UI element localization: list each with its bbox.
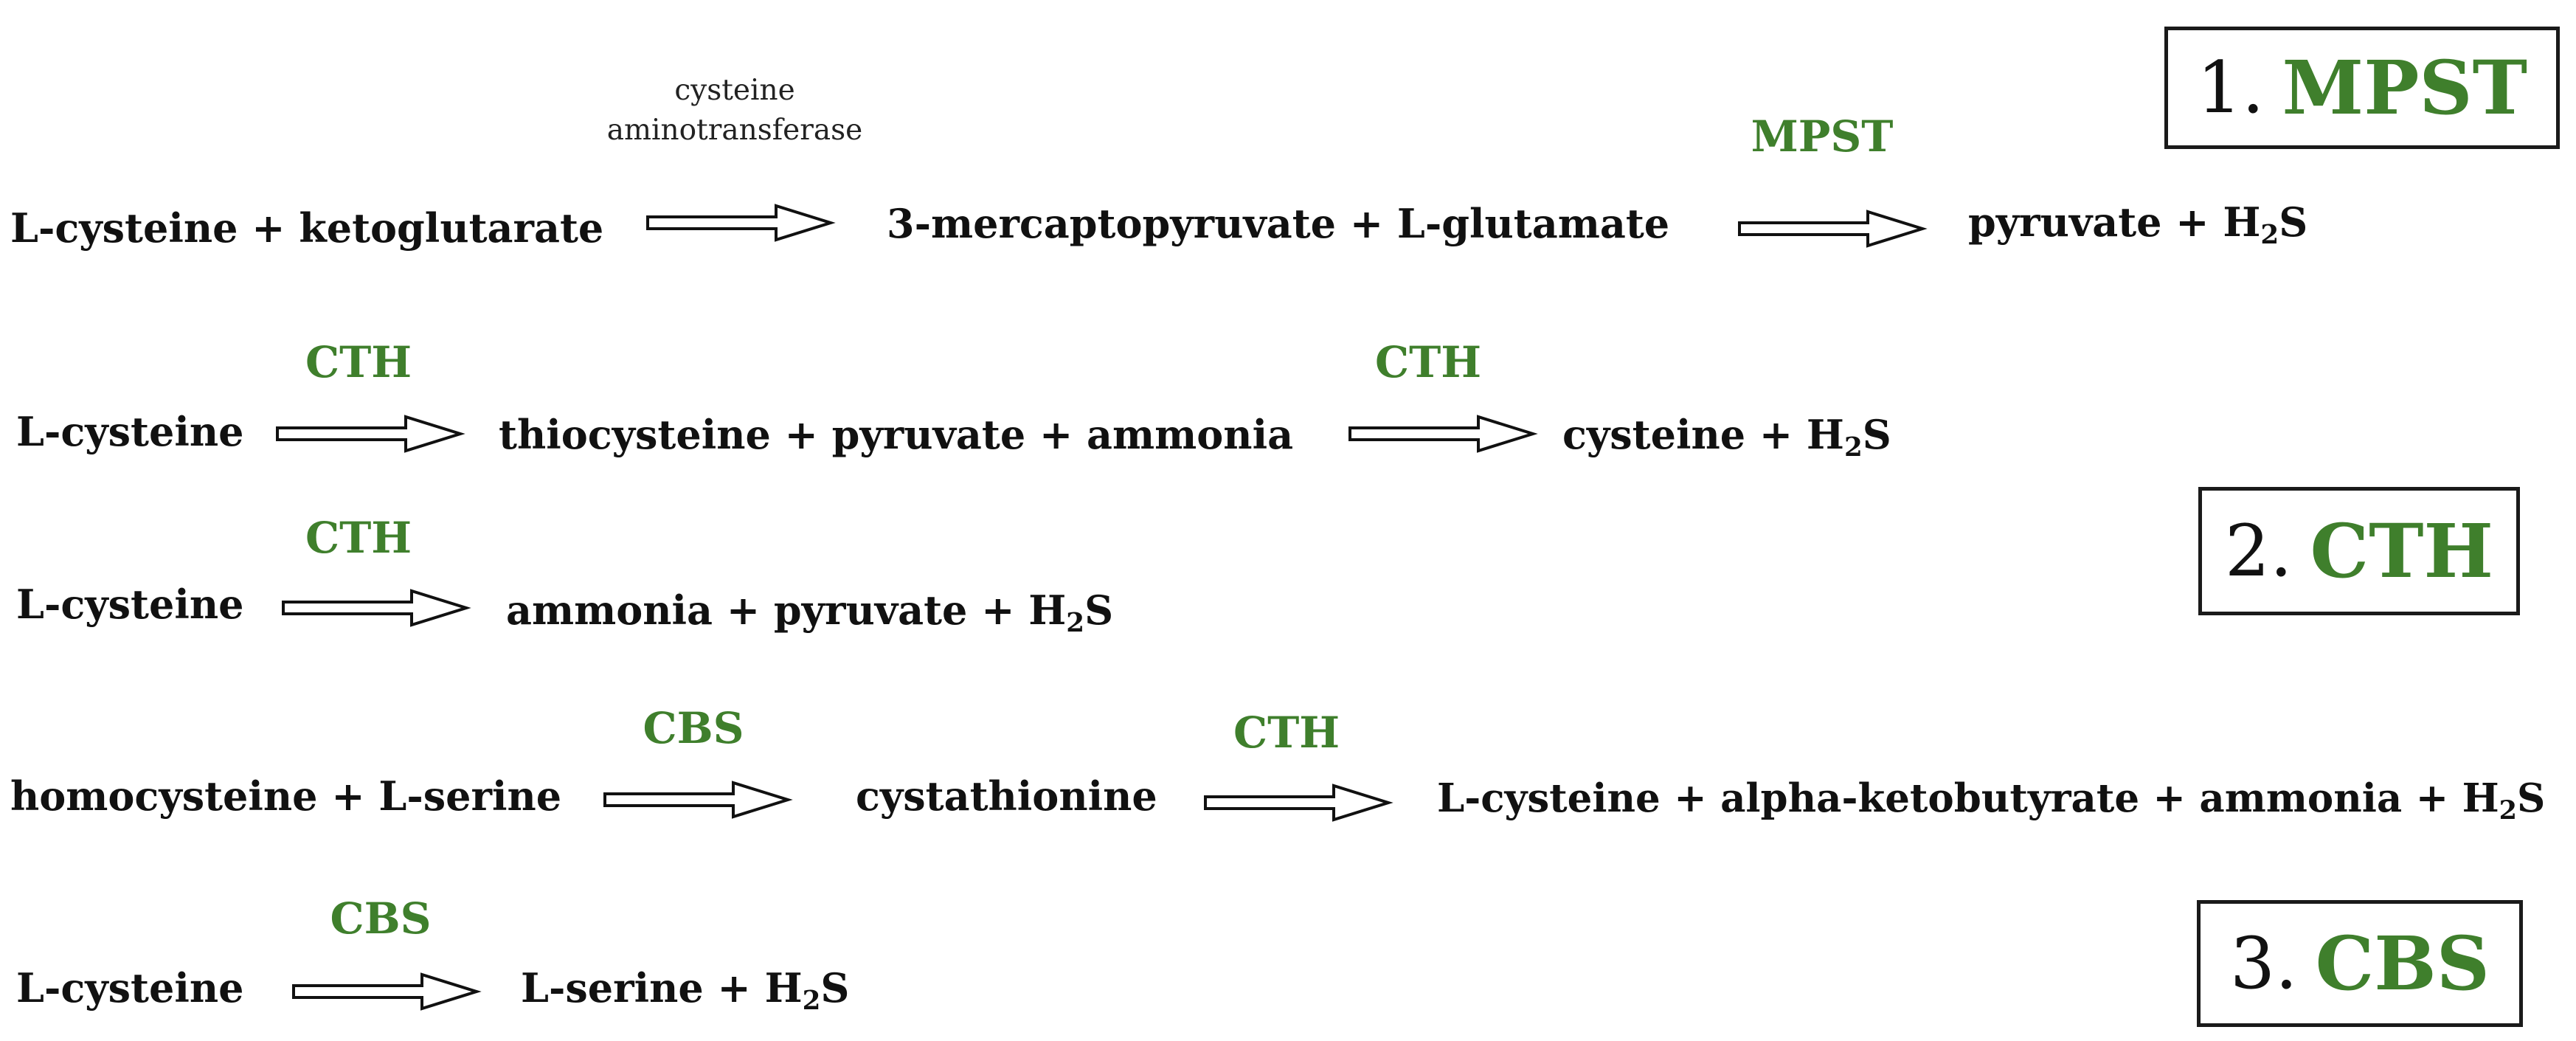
section-enzyme-name: CBS [2315,920,2490,1007]
product-text-end: S [2517,775,2546,821]
reaction3-substrate: L-cysteine [16,581,244,628]
reaction5-arrow1-icon [292,972,482,1011]
reaction4-intermediate: cystathionine [856,772,1157,820]
reaction2-arrow2-icon [1348,415,1538,453]
reaction4-enzyme2-label: CTH [1233,708,1340,758]
reaction4-substrate: homocysteine + L-serine [10,772,562,820]
reaction2-arrow1-icon [276,415,465,453]
reaction5-product: L-serine + H2S [521,968,849,1014]
section-number: 3. [2230,922,2298,1005]
product-text-end: S [820,964,850,1011]
reaction1-intermediate: 3-mercaptopyruvate + L-glutamate [887,200,1670,247]
reaction1-enzyme2-label: MPST [1751,111,1894,162]
reaction4-arrow2-icon [1204,784,1393,822]
subscript: 2 [1843,432,1863,463]
product-text-end: S [1084,587,1114,634]
section-enzyme-name: CTH [2310,508,2494,595]
reaction4-enzyme1-label: CBS [643,703,744,753]
reaction4-arrow1-icon [603,781,793,819]
reaction3-enzyme1-label: CTH [305,513,412,563]
section-box-mpst: 1. MPST [2164,27,2560,149]
product-text-end: S [2279,198,2308,246]
reaction5-substrate: L-cysteine [16,964,244,1011]
subscript: 2 [2260,219,2279,250]
reaction1-enzyme1-label: cysteine aminotransferase [607,71,863,151]
subscript: 2 [1066,607,1085,638]
product-text-end: S [1862,411,1891,458]
product-text: pyruvate + H [1968,198,2261,246]
reaction2-enzyme1-label: CTH [305,337,412,387]
reaction1-product: pyruvate + H2S [1968,202,2307,248]
reaction2-intermediate: thiocysteine + pyruvate + ammonia [499,411,1294,458]
section-enzyme-name: MPST [2282,44,2528,131]
reaction1-substrate: L-cysteine + ketoglutarate [10,204,604,252]
reaction1-enzyme1-line1: cysteine [674,74,795,107]
section-number: 2. [2224,510,2293,592]
reaction1-arrow2-icon [1738,210,1928,248]
reaction2-substrate: L-cysteine [16,408,244,455]
product-text: L-cysteine + alpha-ketobutyrate + ammoni… [1437,775,2499,821]
reaction2-product: cysteine + H2S [1562,415,1891,460]
section-box-cth: 2. CTH [2198,487,2520,615]
product-text: ammonia + pyruvate + H [506,587,1067,634]
product-text: L-serine + H [521,964,803,1011]
section-box-cbs: 3. CBS [2197,900,2523,1027]
section-number: 1. [2196,46,2265,129]
reaction3-product: ammonia + pyruvate + H2S [506,590,1113,636]
reaction3-arrow1-icon [282,589,471,627]
reaction1-enzyme1-line2: aminotransferase [606,113,863,147]
reaction1-arrow1-icon [646,204,836,242]
product-text: cysteine + H [1562,411,1844,458]
reaction2-enzyme2-label: CTH [1374,337,1482,387]
reaction5-enzyme1-label: CBS [330,893,432,944]
subscript: 2 [802,985,821,1016]
subscript: 2 [2499,795,2517,826]
reaction4-product: L-cysteine + alpha-ketobutyrate + ammoni… [1437,779,2545,823]
